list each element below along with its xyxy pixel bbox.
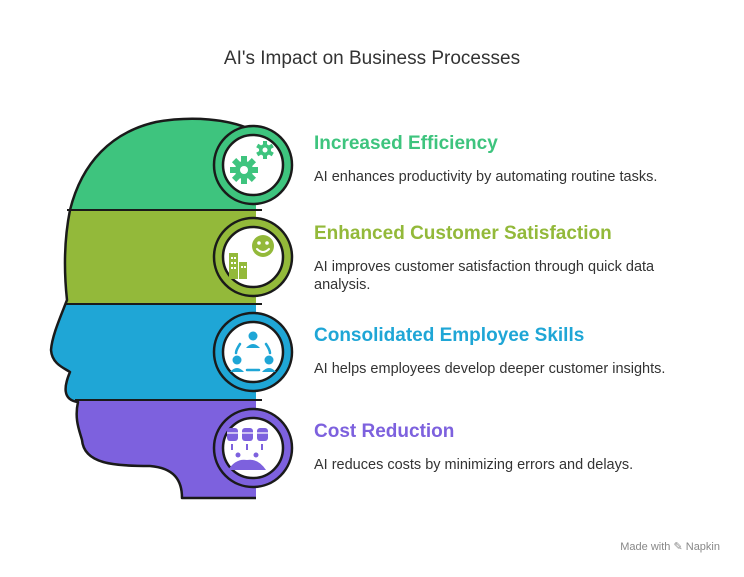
bubble-satisfaction — [212, 216, 294, 298]
building-smiley-icon — [229, 235, 274, 279]
item-cost-reduction: Cost Reduction AI reduces costs by minim… — [314, 421, 714, 474]
bubble-cost — [212, 407, 294, 489]
item-description: AI improves customer satisfaction throug… — [314, 259, 655, 293]
item-increased-efficiency: Increased Efficiency AI enhances product… — [314, 133, 714, 186]
bubble-skills — [212, 311, 294, 393]
item-title: Cost Reduction — [314, 421, 455, 442]
item-title: Increased Efficiency — [314, 133, 498, 154]
item-description: AI helps employees develop deeper custom… — [314, 361, 666, 377]
made-with-label: Made with — [620, 541, 671, 553]
team-cycle-icon — [230, 331, 276, 372]
item-description: AI enhances productivity by automating r… — [314, 169, 658, 185]
item-description: AI reduces costs by minimizing errors an… — [314, 457, 634, 473]
gears-icon — [230, 141, 274, 184]
item-enhanced-customer-satisfaction: Enhanced Customer Satisfaction AI improv… — [314, 223, 714, 294]
item-consolidated-employee-skills: Consolidated Employee Skills AI helps em… — [314, 325, 714, 378]
item-title: Consolidated Employee Skills — [314, 325, 585, 346]
diagram-title: AI's Impact on Business Processes — [223, 48, 521, 69]
item-title: Enhanced Customer Satisfaction — [314, 223, 612, 244]
napkin-logo-icon: ✎ — [673, 541, 683, 553]
database-flow-icon — [227, 428, 268, 470]
watermark: Made with ✎ Napkin — [620, 540, 720, 553]
brand-label: Napkin — [685, 541, 720, 553]
